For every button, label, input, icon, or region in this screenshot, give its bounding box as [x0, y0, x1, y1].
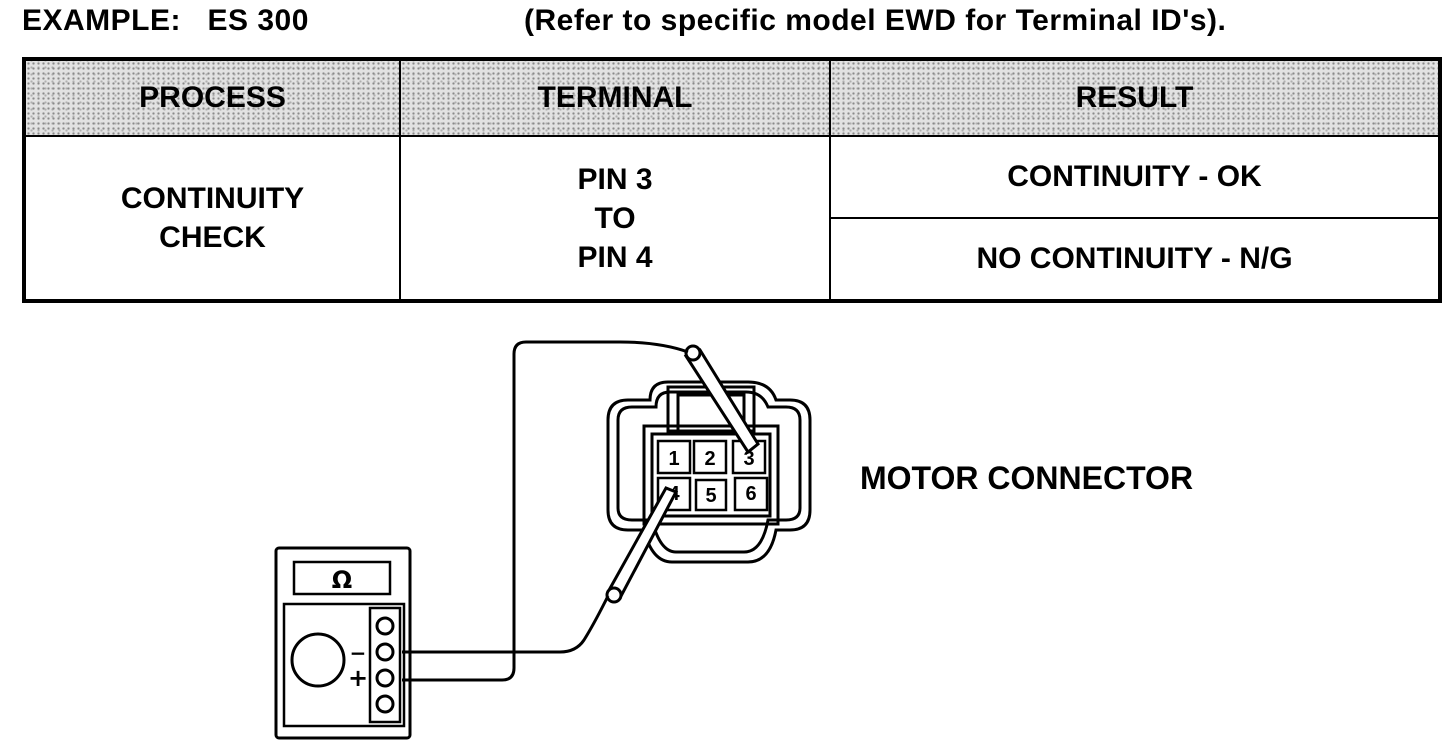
- meter-jack: [375, 694, 395, 714]
- continuity-check-table: PROCESS TERMINAL RESULT CONTINUITY CHECK…: [22, 57, 1442, 303]
- motor-connector: [606, 380, 812, 564]
- lead-pin-3: [402, 340, 689, 682]
- meter-jack-plus: [375, 668, 395, 688]
- table-row: CONTINUITY CHECK PIN 3 TO PIN 4 CONTINUI…: [23, 135, 1441, 302]
- plus-sign: +: [348, 664, 368, 692]
- table-row: NO CONTINUITY - N/G: [24, 217, 1441, 302]
- header-terminal: TERMINAL: [399, 58, 831, 137]
- result-ng: NO CONTINUITY - N/G: [829, 217, 1441, 302]
- probe-pin-3: [683, 344, 760, 455]
- pin-3-label: 3: [743, 448, 754, 470]
- example-title: EXAMPLE: ES 300: [22, 4, 309, 37]
- pin-5-cavity: [694, 478, 728, 512]
- process-line: CHECK: [159, 221, 266, 254]
- pin-6-label: 6: [745, 483, 756, 505]
- result-ok: CONTINUITY - OK: [829, 135, 1441, 219]
- terminal-cell: PIN 3 TO PIN 4: [399, 135, 831, 302]
- terminal-line: TO: [594, 201, 636, 235]
- pin-5-label: 5: [705, 485, 716, 507]
- terminal-line: PIN 3: [577, 162, 653, 196]
- pin-1-label: 1: [668, 448, 679, 470]
- ohmmeter: [274, 546, 412, 740]
- pin-2-label: 2: [704, 448, 715, 470]
- lead-pin-4: [402, 595, 610, 654]
- table-header-row: PROCESS TERMINAL RESULT: [23, 58, 1441, 137]
- minus-sign: −: [350, 641, 367, 665]
- probe-pin-4: [605, 486, 679, 604]
- header-result: RESULT: [829, 58, 1441, 137]
- header-process: PROCESS: [23, 58, 401, 137]
- motor-connector-label: MOTOR CONNECTOR: [860, 460, 1194, 496]
- process-cell: CONTINUITY CHECK: [23, 135, 401, 302]
- pin-6-cavity: [733, 476, 769, 512]
- refer-note: (Refer to specific model EWD for Termina…: [524, 4, 1227, 37]
- terminal-line: PIN 4: [577, 240, 653, 274]
- ohm-symbol: Ω: [332, 566, 352, 594]
- meter-jack: [375, 616, 395, 636]
- process-line: CONTINUITY: [120, 182, 305, 215]
- pin-2-cavity: [692, 439, 728, 475]
- meter-jack-minus: [375, 642, 395, 662]
- pin-1-cavity: [656, 439, 692, 475]
